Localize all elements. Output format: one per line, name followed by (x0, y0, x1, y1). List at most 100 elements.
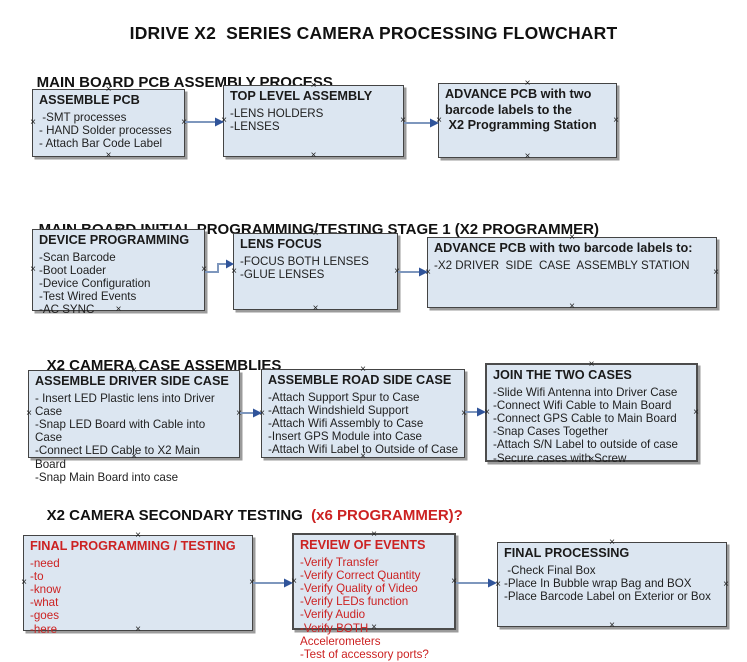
box-items: -SMT processes- HAND Solder processes- A… (39, 111, 179, 151)
box-item: -FOCUS BOTH LENSES (240, 254, 369, 268)
process-box-join-the-two-cases: JOIN THE TWO CASES -Slide Wifi Antenna i… (484, 360, 699, 465)
box-item: -Check Final Box (504, 563, 596, 577)
box-item: -SMT processes (39, 110, 127, 124)
flowchart-title: IDRIVE X2 SERIES CAMERA PROCESSING FLOWC… (129, 23, 618, 43)
box-items: -LENS HOLDERS-LENSES (230, 107, 398, 133)
process-box-assemble-driver-side-case: ASSEMBLE DRIVER SIDE CASE - Insert LED P… (26, 366, 242, 484)
box-item: -here (30, 622, 58, 636)
box-item: -Boot Loader (39, 263, 107, 277)
box-item: -Attach Wifi Assembly to Case (268, 416, 424, 430)
section-heading-case-assemblies: X2 CAMERA CASE ASSEMBLIES (30, 339, 282, 393)
process-box-assemble-road-side-case: ASSEMBLE ROAD SIDE CASE -Attach Support … (259, 365, 467, 462)
box-item: -know (30, 582, 61, 596)
connection-point-icon: × (693, 406, 699, 418)
connector-arrow (205, 259, 234, 273)
connection-point-icon: × (569, 301, 575, 312)
box-item: -Place Barcode Label on Exterior or Box (504, 589, 711, 603)
box-items: -X2 DRIVER SIDE CASE ASSEMBLY STATION (434, 259, 711, 272)
box-item: -Snap Cases Together (493, 425, 609, 439)
connection-point-icon: × (21, 577, 27, 588)
process-box-final-processing: FINAL PROCESSING -Check Final Box-Place … (495, 538, 729, 631)
connection-point-icon: × (723, 578, 729, 590)
connection-point-icon: × (30, 264, 36, 275)
box-items: -Verify Transfer-Verify Correct Quantity… (300, 556, 449, 662)
box-item: -Attach Support Spur to Case (268, 390, 420, 404)
connection-point-icon: × (713, 266, 719, 278)
process-box-lens-focus: LENS FOCUS -FOCUS BOTH LENSES-GLUE LENSE… (231, 229, 400, 314)
box-item: -Connect GPS Cable to Main Board (493, 411, 677, 425)
box-title: FINAL PROGRAMMING / TESTING (30, 539, 236, 553)
box-item: -Verify Quality of Video (300, 581, 418, 595)
process-box-review-of-events: REVIEW OF EVENTS -Verify Transfer-Verify… (291, 530, 457, 661)
box-item: -Connect LED Cable to X2 Main Board (35, 444, 204, 471)
section-heading-text: X2 CAMERA SECONDARY TESTING (46, 507, 303, 524)
section-heading-suffix: (x6 PROGRAMMER)? (302, 507, 463, 524)
box-item: -Snap Main Board into case (35, 470, 179, 484)
connection-point-icon: × (312, 303, 319, 314)
box-item: - HAND Solder processes (39, 123, 172, 137)
box-item: -to (30, 569, 44, 583)
box-item: -Verify Correct Quantity (300, 568, 421, 582)
box-items: -Attach Support Spur to Case-Attach Wind… (268, 391, 459, 457)
section-heading-text: X2 CAMERA CASE ASSEMBLIES (46, 357, 282, 374)
process-box-final-programming-testing: FINAL PROGRAMMING / TESTING -need-to-kno… (21, 531, 255, 636)
box-item: -Connect Wifi Cable to Main Board (493, 398, 672, 412)
box-item: - Insert LED Plastic lens into Driver Ca… (35, 391, 218, 418)
box-item: -what (30, 596, 59, 610)
process-box-top-level-assembly: TOP LEVEL ASSEMBLY -LENS HOLDERS-LENSES … (221, 81, 406, 161)
box-items: -FOCUS BOTH LENSES-GLUE LENSES (240, 255, 392, 281)
box-item: -Verify BOTH Accelerometers (300, 621, 381, 648)
box-item: -Attach Wifi Label to Outside of Case (268, 443, 459, 457)
connection-point-icon: × (609, 620, 615, 631)
box-item: -Slide Wifi Antenna into Driver Case (493, 385, 678, 399)
box-items: -Slide Wifi Antenna into Driver Case-Con… (493, 386, 691, 465)
box-item: -Attach Windshield Support (268, 403, 409, 417)
section-heading-secondary-testing: X2 CAMERA SECONDARY TESTING (x6 PROGRAMM… (30, 489, 463, 543)
box-item: -Verify LEDs function (300, 595, 409, 609)
process-box-advance-pcb-programming-station: ADVANCE PCB with two barcode labels to t… (436, 79, 619, 162)
connector-arrow (240, 408, 262, 418)
box-title: ASSEMBLE ROAD SIDE CASE (268, 373, 452, 387)
box-item: -Device Configuration (39, 276, 151, 290)
connection-point-icon: × (30, 117, 36, 128)
box-item: -Scan Barcode (39, 250, 116, 264)
box-item: -Place In Bubble wrap Bag and BOX (504, 576, 692, 590)
box-item: -Verify Audio (300, 608, 366, 622)
connection-point-icon: × (105, 150, 112, 161)
box-title: LENS FOCUS (240, 237, 322, 251)
box-title: JOIN THE TWO CASES (493, 368, 632, 382)
box-title: DEVICE PROGRAMMING (39, 233, 190, 247)
box-item: -LENS HOLDERS (230, 106, 324, 120)
connector-arrow (253, 578, 293, 588)
box-item: -need (30, 556, 60, 570)
box-item: -GLUE LENSES (240, 267, 325, 281)
box-title: ASSEMBLE PCB (39, 93, 140, 107)
box-items: -need-to-know-what-goes-here (30, 557, 247, 636)
connection-point-icon: × (26, 408, 32, 419)
box-items: -Scan Barcode-Boot Loader-Device Configu… (39, 251, 199, 317)
box-title: FINAL PROCESSING (504, 546, 630, 560)
box-item: -Insert GPS Module into Case (268, 430, 423, 444)
connector-arrow (404, 118, 439, 128)
connector-arrow (465, 407, 486, 417)
box-item: -Test of accessory ports? (300, 647, 429, 661)
box-items: -Check Final Box-Place In Bubble wrap Ba… (504, 564, 721, 604)
process-box-advance-pcb-driver-side: ADVANCE PCB with two barcode labels to: … (425, 233, 719, 312)
box-title: ADVANCE PCB with two barcode labels to: (434, 241, 693, 255)
box-item: -Test Wired Events (39, 290, 137, 304)
connection-point-icon: × (524, 151, 531, 162)
box-item: -goes (30, 609, 60, 623)
box-item: -Snap LED Board with Cable into Case (35, 417, 209, 445)
connection-point-icon: × (613, 114, 619, 126)
box-item: -Attach S/N Label to outside of case (493, 438, 678, 452)
box-title: ASSEMBLE DRIVER SIDE CASE (35, 374, 229, 388)
box-item: -LENSES (230, 119, 280, 133)
box-title: REVIEW OF EVENTS (300, 538, 426, 552)
connector-arrow (185, 117, 224, 127)
box-item: -X2 DRIVER SIDE CASE ASSEMBLY STATION (434, 258, 690, 272)
box-title: TOP LEVEL ASSEMBLY (230, 89, 373, 103)
box-item: -Secure cases with Screw (493, 451, 627, 465)
box-item: -AC SYNC (39, 303, 95, 317)
connector-arrow (456, 578, 497, 588)
